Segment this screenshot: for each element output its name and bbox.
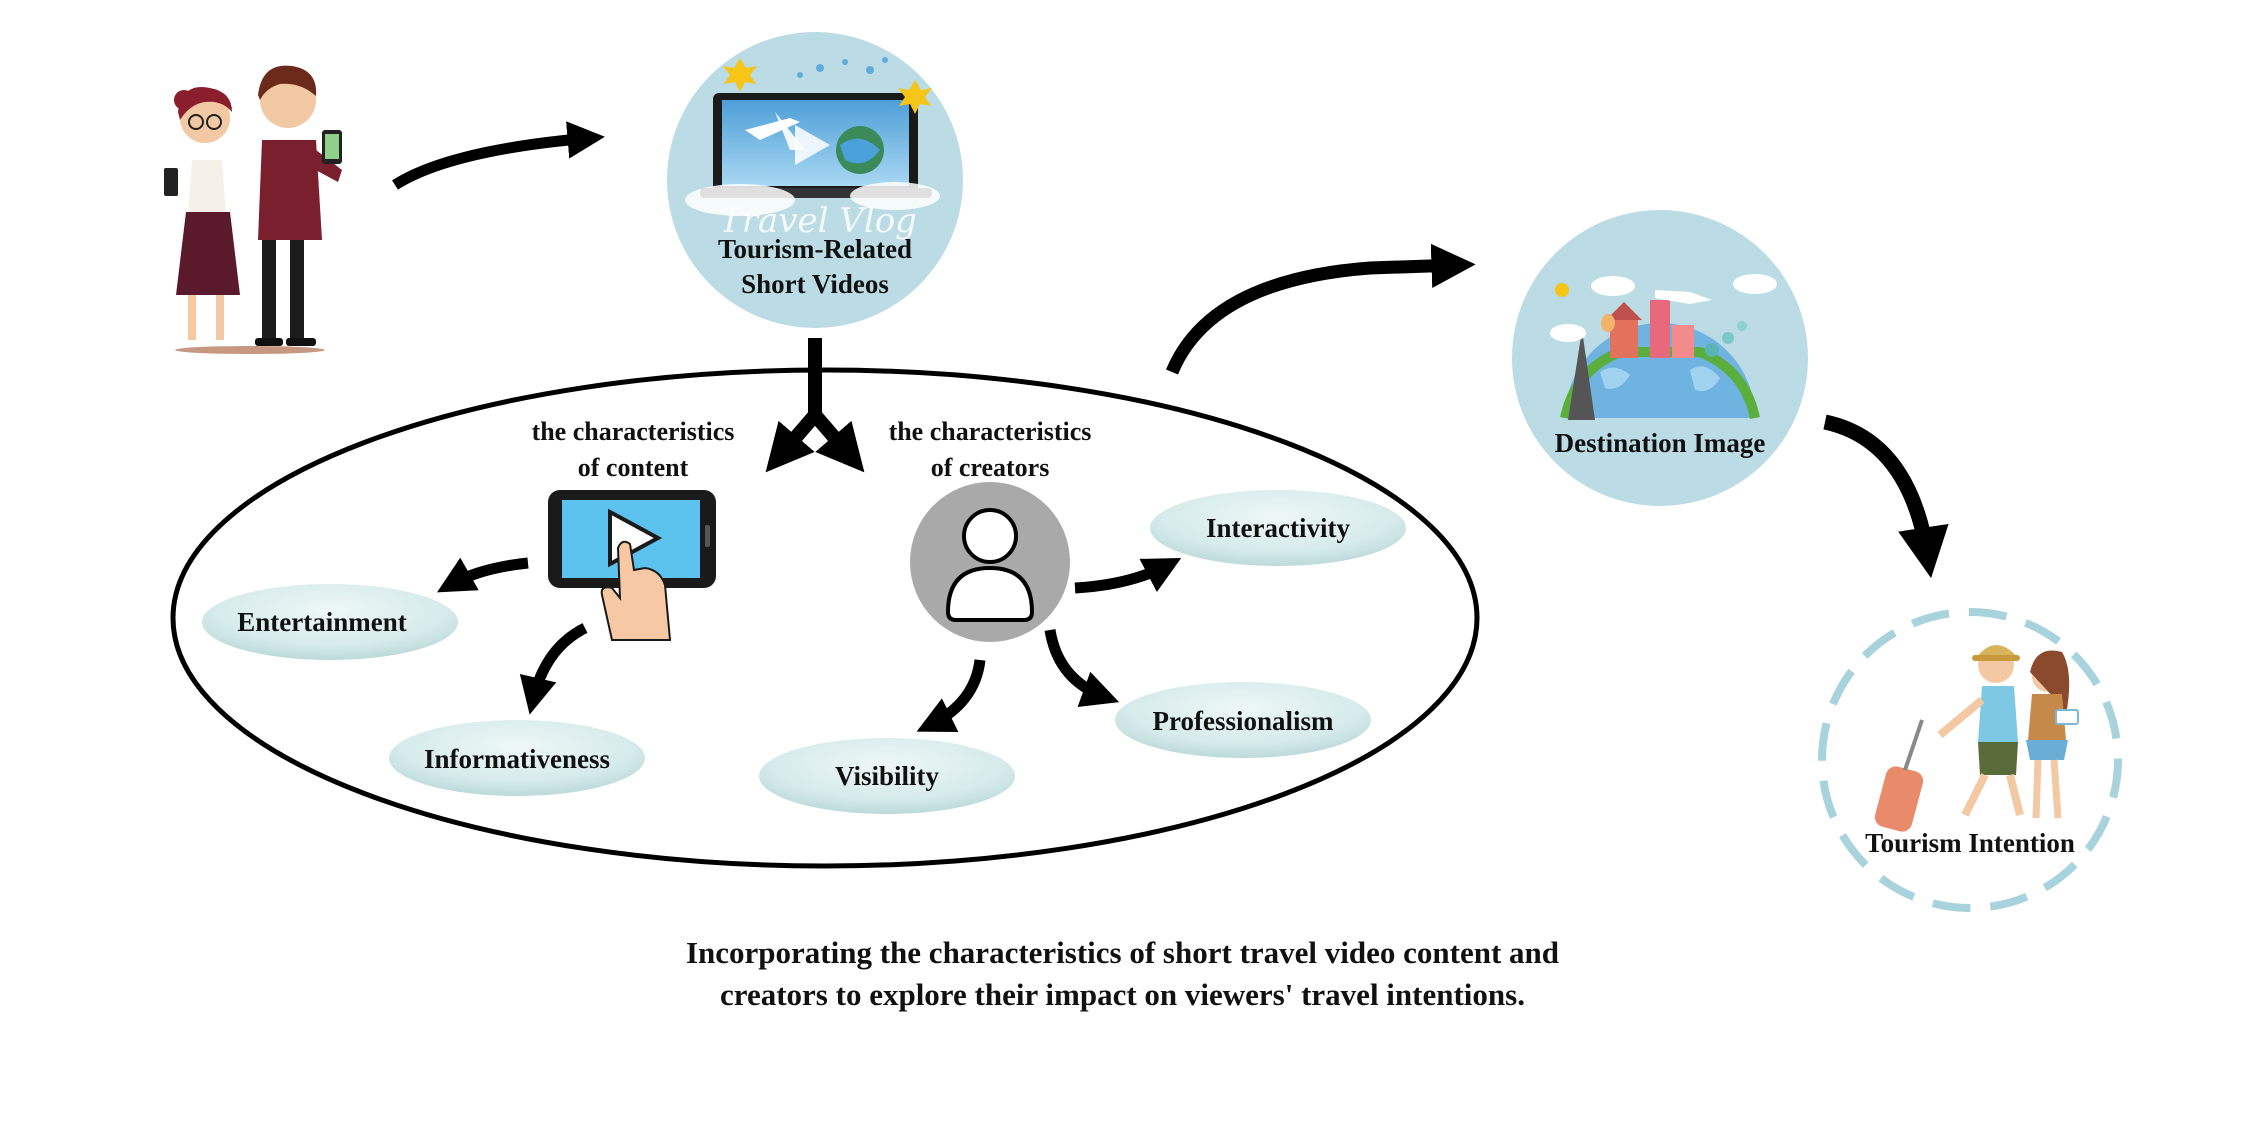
characteristics-ellipse	[170, 367, 1480, 869]
travel-vlog-laptop-icon: Travel Vlog	[685, 93, 940, 241]
interactivity-label: Interactivity	[1206, 513, 1350, 543]
professionalism-label: Professionalism	[1153, 706, 1335, 736]
travelers-with-luggage-icon	[1874, 645, 2079, 832]
tourism-short-videos-node: Travel Vlog Tourism-Related Short Videos	[667, 32, 963, 328]
arrow-creators-to-interactivity	[1074, 558, 1182, 594]
world-landmarks-icon	[1550, 274, 1777, 420]
creators-group-label-line1: the characteristics	[889, 417, 1092, 446]
tourism-intention-node: Tourism Intention	[1818, 608, 2122, 912]
attribute-visibility: Visibility	[759, 738, 1015, 814]
arrow-content-to-informativeness	[519, 623, 588, 715]
videos-node-label-line2: Short Videos	[741, 269, 889, 299]
split-arrow-content-creators	[765, 338, 865, 473]
sun-icon	[898, 80, 932, 114]
caption-line2: creators to explore their impact on view…	[720, 977, 1525, 1012]
creators-group-label-line2: of creators	[931, 453, 1050, 482]
attribute-interactivity: Interactivity	[1150, 490, 1406, 566]
arrow-creators-to-visibility	[916, 659, 986, 732]
arrow-characteristics-to-destination	[1165, 243, 1476, 375]
attribute-entertainment: Entertainment	[202, 584, 458, 660]
content-group-label-line2: of content	[578, 453, 689, 482]
user-avatar-icon	[910, 482, 1070, 642]
content-group-label-line1: the characteristics	[532, 417, 735, 446]
birds-icon	[797, 57, 888, 78]
informativeness-label: Informativeness	[424, 744, 610, 774]
arrow-destination-to-intention	[1823, 414, 1949, 579]
arrow-creators-to-professionalism	[1044, 628, 1120, 707]
caption-line1: Incorporating the characteristics of sho…	[685, 935, 1560, 970]
figure-caption: Incorporating the characteristics of sho…	[0, 932, 2245, 1016]
attribute-professionalism: Professionalism	[1115, 682, 1371, 758]
visibility-label: Visibility	[835, 761, 940, 791]
arrow-content-to-entertainment	[436, 557, 529, 593]
tablet-play-icon	[548, 490, 716, 641]
destination-node-label: Destination Image	[1555, 428, 1766, 458]
arrow-viewers-to-videos	[392, 121, 605, 190]
videos-node-label-line1: Tourism-Related	[718, 234, 912, 264]
sun-icon	[723, 58, 757, 92]
vlog-watermark-text: Travel Vlog	[719, 201, 917, 241]
destination-image-node: Destination Image	[1512, 210, 1808, 506]
couple-with-phones-illustration	[164, 65, 342, 354]
attribute-informativeness: Informativeness	[389, 720, 645, 796]
intention-node-label: Tourism Intention	[1865, 828, 2075, 858]
entertainment-label: Entertainment	[237, 607, 406, 637]
